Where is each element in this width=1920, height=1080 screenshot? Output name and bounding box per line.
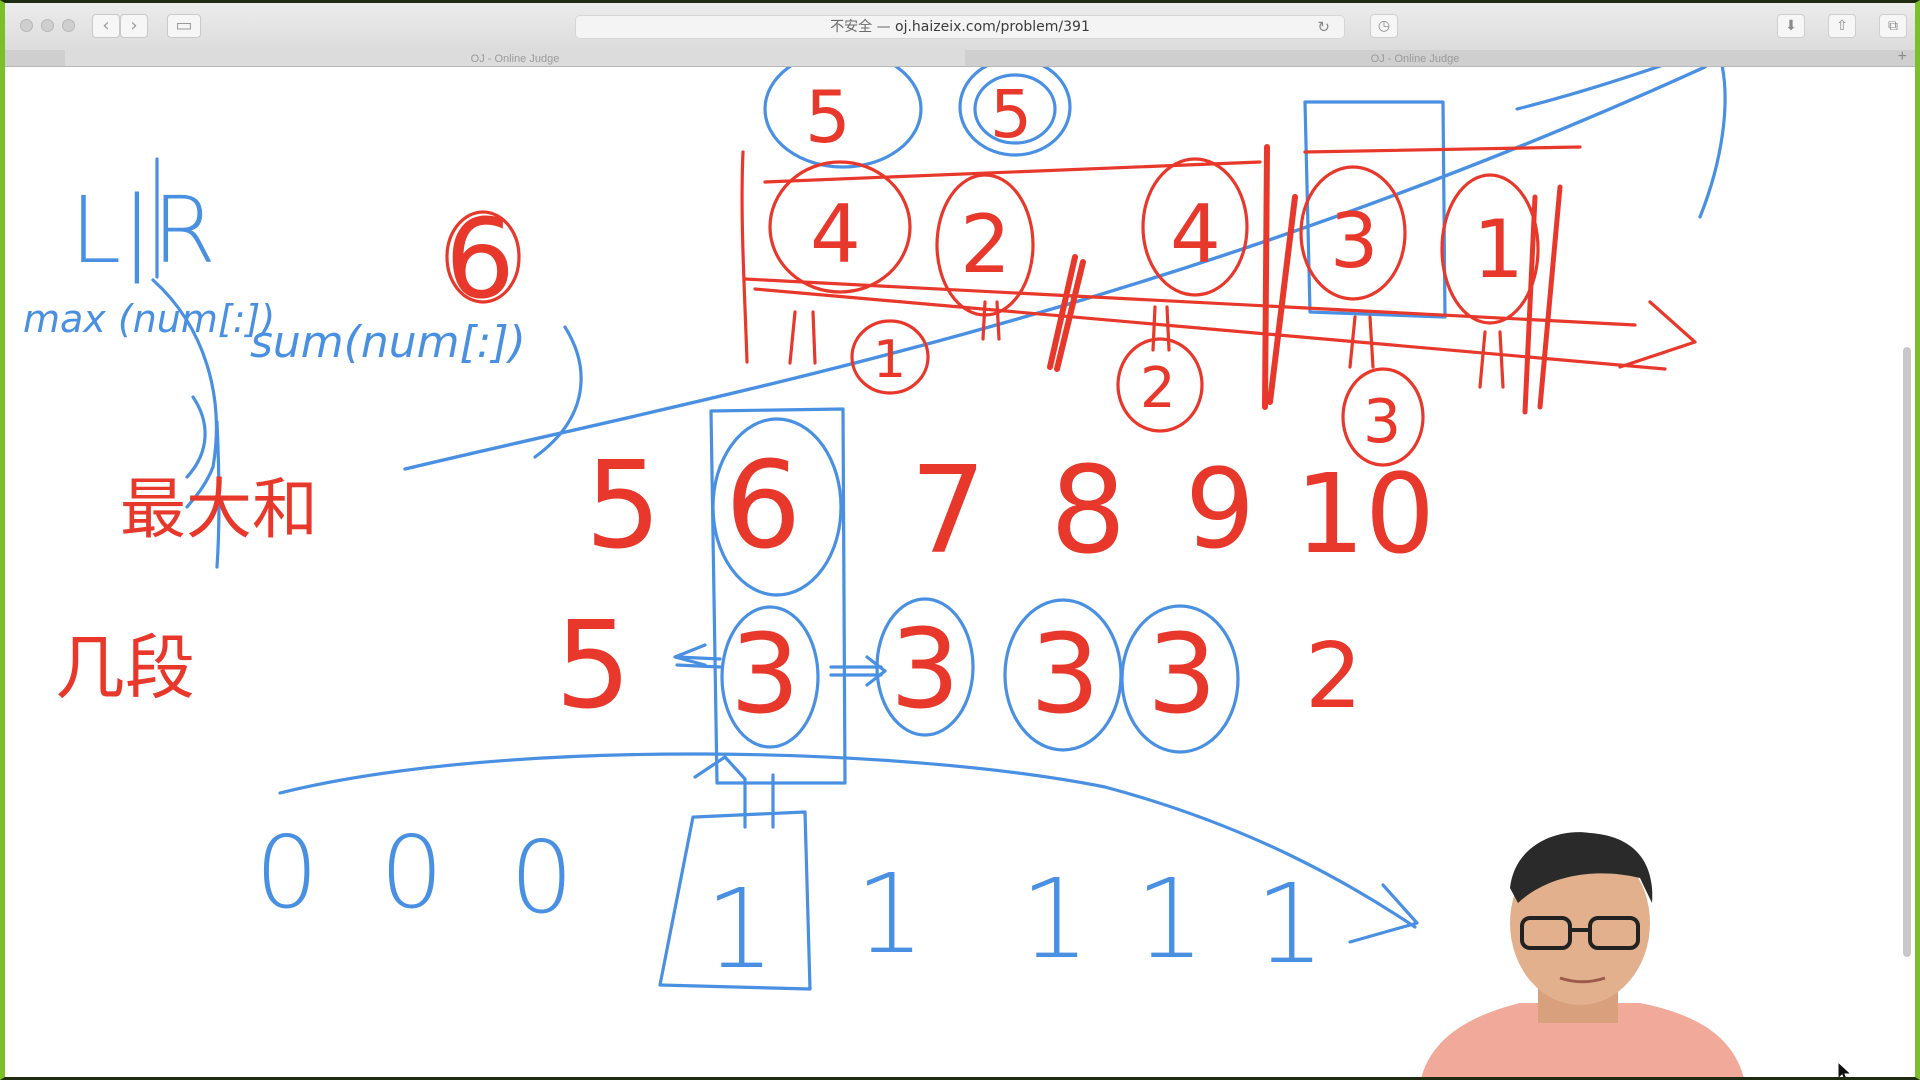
- array-value: 2: [960, 198, 1011, 291]
- browser-toolbar: ‹ › ▭ 不安全 — oj.haizeix.com/problem/391 ↻…: [5, 3, 1915, 51]
- segment-count: 5: [555, 597, 631, 736]
- candidate-value: 5: [585, 437, 661, 576]
- segment-count: 3: [1147, 610, 1217, 738]
- bit-value: 0: [255, 814, 319, 931]
- max-sum-label: 最大和: [120, 471, 318, 548]
- mouse-cursor-icon: [1837, 1061, 1853, 1077]
- segment-count: 3: [890, 605, 960, 733]
- blue-ink: [151, 67, 1727, 991]
- download-icon[interactable]: ⬇: [1777, 14, 1805, 38]
- array-value: 1: [1473, 203, 1524, 296]
- minimize-window-button[interactable]: [41, 19, 54, 32]
- array-value: 3: [1330, 196, 1378, 285]
- close-window-button[interactable]: [20, 19, 33, 32]
- security-label: 不安全 —: [830, 19, 891, 35]
- tab-label: OJ - Online Judge: [1370, 53, 1460, 65]
- array-value: 4: [810, 188, 861, 281]
- bit-value: 1: [855, 850, 925, 978]
- top-number: 5: [990, 76, 1032, 153]
- history-icon[interactable]: ◷: [1370, 14, 1398, 38]
- reload-icon[interactable]: ↻: [1317, 18, 1330, 36]
- tabs-overview-icon[interactable]: ⧉: [1879, 14, 1907, 38]
- vertical-scrollbar[interactable]: [1903, 347, 1911, 957]
- separator-number: 2: [1140, 356, 1176, 421]
- array-value: 4: [1170, 188, 1221, 281]
- bit-value: 0: [380, 814, 444, 931]
- sum-expr-label: sum(num[:]): [250, 317, 526, 368]
- chevron-left-icon[interactable]: ‹: [92, 14, 120, 38]
- bit-value: 1: [1020, 855, 1090, 983]
- segment-count: 2: [1305, 624, 1362, 729]
- zoom-window-button[interactable]: [62, 19, 75, 32]
- lr-label: L|R: [70, 177, 216, 284]
- red-ink: [445, 144, 1697, 467]
- share-icon[interactable]: ⇧: [1828, 14, 1856, 38]
- whiteboard-canvas[interactable]: L|R max (num[:]) sum(num[:]) 最大和 几段 6 5 …: [5, 67, 1915, 1077]
- segment-count: 3: [1030, 610, 1100, 738]
- url-text: oj.haizeix.com/problem/391: [895, 19, 1090, 35]
- bit-value: 1: [1135, 855, 1205, 983]
- separator-number: 1: [873, 330, 906, 390]
- candidate-value: 8: [1050, 442, 1126, 581]
- webcam-overlay: [1421, 832, 1744, 1077]
- handwritten-labels: L|R max (num[:]) sum(num[:]) 最大和 几段 6 5 …: [23, 75, 1524, 993]
- segments-label: 几段: [55, 627, 195, 709]
- top-number: 5: [805, 75, 851, 159]
- bit-value: 0: [510, 819, 574, 936]
- separator-number: 3: [1363, 387, 1401, 457]
- ink-strokes: [151, 67, 1727, 991]
- segment-count: 3: [730, 610, 800, 738]
- candidate-value: 6: [725, 437, 801, 576]
- tab-label: OJ - Online Judge: [470, 53, 560, 65]
- sidebar-icon[interactable]: ▭: [167, 14, 201, 38]
- tab-oj-1[interactable]: OJ - Online Judge: [65, 50, 965, 66]
- bit-value: 1: [1255, 860, 1325, 988]
- answer-value: 6: [445, 195, 515, 323]
- plus-icon[interactable]: +: [1897, 48, 1907, 65]
- tab-oj-2[interactable]: OJ - Online Judge: [965, 50, 1865, 66]
- candidate-value: 7: [910, 442, 986, 581]
- max-expr-label: max (num[:]): [23, 297, 275, 341]
- address-bar[interactable]: 不安全 — oj.haizeix.com/problem/391 ↻: [575, 15, 1345, 39]
- bit-value: 1: [705, 865, 775, 993]
- candidate-value: 10: [1295, 450, 1435, 578]
- chevron-right-icon[interactable]: ›: [120, 14, 148, 38]
- tab-bar: OJ - Online Judge OJ - Online Judge +: [5, 48, 1915, 67]
- candidate-value: 9: [1185, 445, 1255, 573]
